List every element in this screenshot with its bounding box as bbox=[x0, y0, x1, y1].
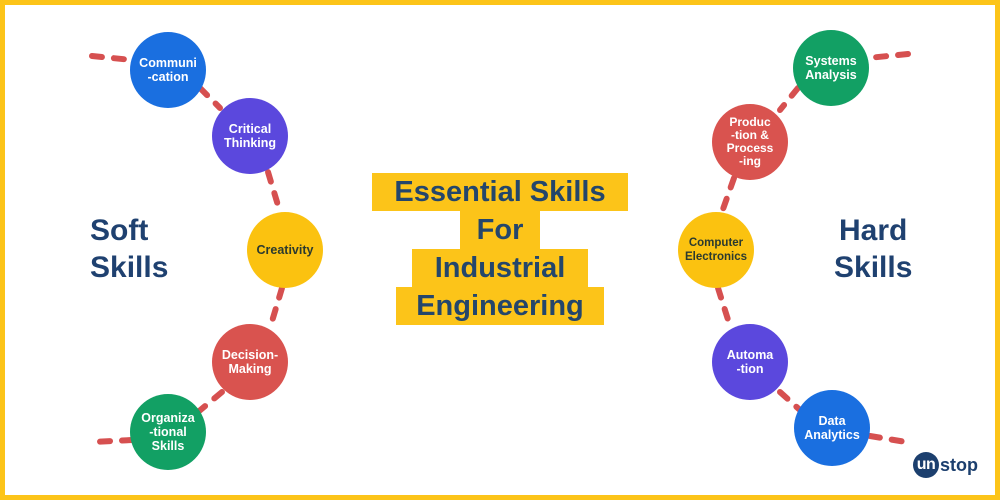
node-creativity: Creativity bbox=[247, 212, 323, 288]
node-organizational-skills: Organiza -tional Skills bbox=[130, 394, 206, 470]
node-communication: Communi -cation bbox=[130, 32, 206, 108]
node-production-processing: Produc -tion & Process -ing bbox=[712, 104, 788, 180]
soft-skills-heading: Soft Skills bbox=[90, 214, 169, 284]
node-automation: Automa -tion bbox=[712, 324, 788, 400]
title-line-1: Essential Skills bbox=[372, 173, 628, 211]
logo-text: stop bbox=[940, 454, 978, 475]
hard-skills-heading: Hard Skills bbox=[834, 214, 913, 284]
node-critical-thinking: Critical Thinking bbox=[212, 98, 288, 174]
title-line-3: Industrial bbox=[412, 249, 588, 287]
node-data-analytics: Data Analytics bbox=[794, 390, 870, 466]
node-systems-analysis: Systems Analysis bbox=[793, 30, 869, 106]
node-computer-electronics: Computer Electronics bbox=[678, 212, 754, 288]
logo-mark: un bbox=[913, 452, 939, 478]
title-line-4: Engineering bbox=[396, 287, 604, 325]
title-line-2: For bbox=[460, 211, 540, 249]
node-decision-making: Decision- Making bbox=[212, 324, 288, 400]
unstop-logo: un stop bbox=[913, 452, 978, 478]
